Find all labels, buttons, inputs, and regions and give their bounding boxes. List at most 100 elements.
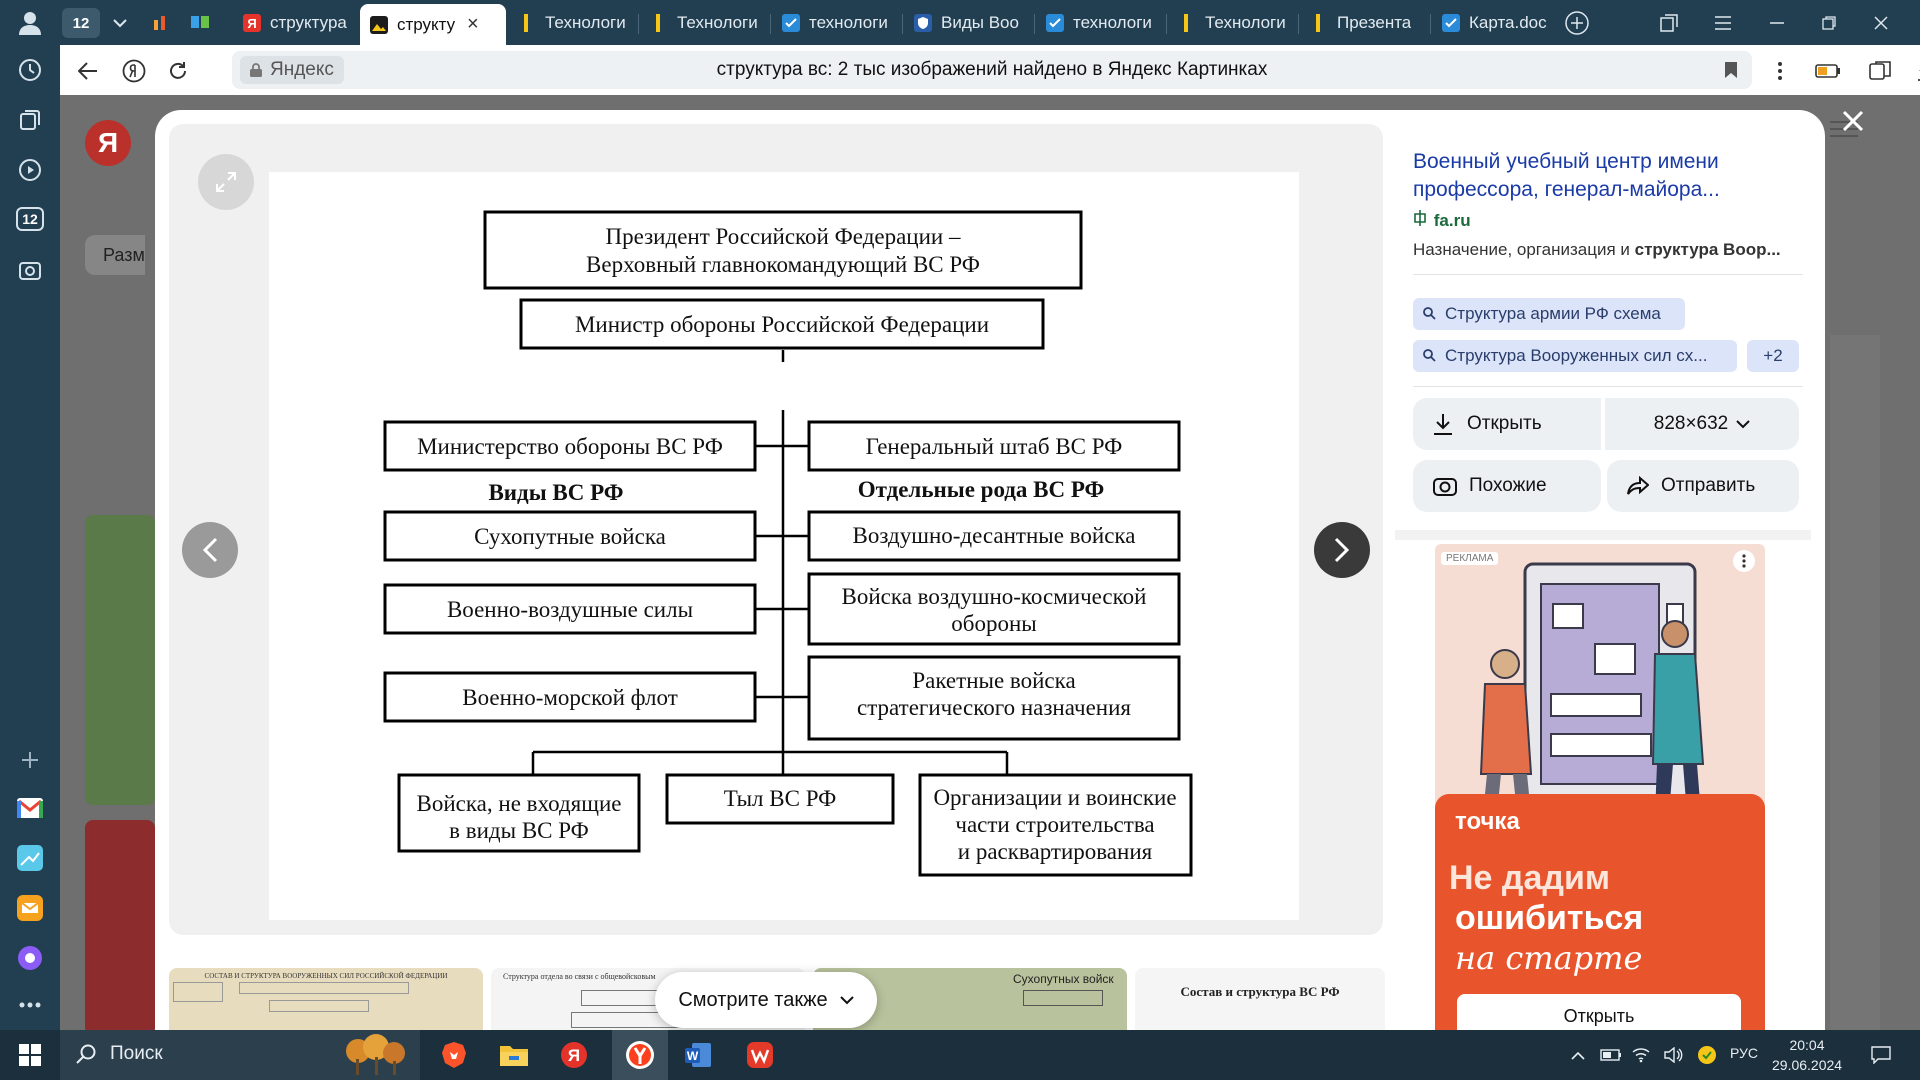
close-window-icon[interactable] <box>1868 10 1894 36</box>
screenshot-icon[interactable] <box>15 255 45 285</box>
size-filter-chip[interactable]: Разме <box>85 235 145 275</box>
tab-7[interactable]: Технологи <box>1168 6 1296 40</box>
tab-9[interactable]: Карта.doc <box>1432 6 1560 40</box>
restore-icon[interactable] <box>1816 10 1842 36</box>
file-explorer-icon[interactable] <box>490 1037 538 1073</box>
check-icon <box>782 14 800 32</box>
taskbar-search[interactable]: Поиск <box>60 1030 420 1080</box>
tab-0[interactable]: Я структура <box>233 6 413 40</box>
gmail-icon[interactable] <box>15 793 45 823</box>
ministry-box <box>383 420 757 472</box>
source-card: Военный учебный центр имени профессора, … <box>1395 124 1811 514</box>
branches-header: Отдельные рода ВС РФ <box>858 477 1105 502</box>
site-chip[interactable]: Яндекс <box>240 56 344 84</box>
tab-5[interactable]: Виды Воо <box>904 6 1032 40</box>
notifications-icon[interactable] <box>1866 1037 1896 1073</box>
source-domain[interactable]: fa.ru <box>1413 210 1471 231</box>
mail-app-icon[interactable] <box>15 893 45 923</box>
yandex-disk-tray-icon[interactable] <box>1694 1037 1720 1073</box>
image-size-dropdown[interactable]: 828×632 <box>1605 398 1799 450</box>
back-icon[interactable] <box>74 57 102 85</box>
tab-count-button[interactable]: 12 <box>62 8 100 38</box>
previous-image-button[interactable] <box>182 522 238 578</box>
downloads-icon[interactable] <box>1912 57 1920 85</box>
search-icon <box>76 1044 96 1064</box>
brave-icon[interactable] <box>430 1037 478 1073</box>
minimize-icon[interactable] <box>1764 10 1790 36</box>
related-search-tag[interactable]: Структура Вооруженных сил сх... <box>1413 340 1737 372</box>
play-icon[interactable] <box>15 155 45 185</box>
result-thumb[interactable] <box>85 820 155 1035</box>
similar-images-button[interactable]: Похожие <box>1413 460 1601 512</box>
next-image-button[interactable] <box>1314 522 1370 578</box>
analytics-pinned-icon[interactable] <box>152 12 174 32</box>
bookmark-icon[interactable] <box>1724 61 1738 79</box>
more-tags-button[interactable]: +2 <box>1747 340 1799 372</box>
source-title-link[interactable]: Военный учебный центр имени профессора, … <box>1413 150 1720 201</box>
open-image-button[interactable]: Открыть <box>1413 398 1601 450</box>
tab-2[interactable]: Технологи <box>508 6 636 40</box>
close-viewer-icon[interactable] <box>1836 104 1870 138</box>
word-icon[interactable]: W <box>674 1037 722 1073</box>
wps-office-icon[interactable] <box>736 1037 784 1073</box>
more-options-icon[interactable] <box>1766 57 1794 85</box>
address-bar[interactable]: Яндекс структура вс: 2 тыс изображений н… <box>232 51 1752 89</box>
other-troops-line-1: Войска, не входящие <box>417 791 622 816</box>
collections-tab-icon[interactable] <box>1656 10 1682 36</box>
related-thumb[interactable]: СОСТАВ И СТРУКТУРА ВООРУЖЕННЫХ СИЛ РОССИ… <box>169 968 483 1030</box>
alice-icon[interactable] <box>15 943 45 973</box>
yandex-app-icon[interactable] <box>612 1030 668 1080</box>
wifi-icon[interactable] <box>1628 1037 1654 1073</box>
related-search-tag[interactable]: Структура армии РФ схема <box>1413 298 1685 330</box>
close-tab-icon[interactable]: × <box>467 13 479 35</box>
yandex-browser-icon[interactable]: Я <box>550 1037 598 1073</box>
pattern-app-icon[interactable] <box>15 843 45 873</box>
reload-icon[interactable] <box>164 57 192 85</box>
battery-saver-icon[interactable] <box>1814 57 1842 85</box>
tab-3[interactable]: Технологи <box>640 6 768 40</box>
aerospace-line-2: обороны <box>951 611 1036 636</box>
history-icon[interactable] <box>15 55 45 85</box>
size-filter-label: Разме <box>103 245 145 265</box>
clock[interactable]: 20:04 29.06.2024 <box>1772 1035 1842 1075</box>
windows-start-icon[interactable] <box>6 1037 54 1073</box>
tab-4[interactable]: технологи <box>772 6 900 40</box>
ad-open-button[interactable]: Открыть <box>1457 994 1741 1030</box>
advertisement[interactable]: РЕКЛАМА точка Не дадим <box>1395 530 1811 1030</box>
profile-icon[interactable] <box>15 8 45 38</box>
language-indicator[interactable]: РУС <box>1730 1045 1759 1061</box>
tab-title: технологи <box>1073 13 1152 32</box>
collections-icon[interactable] <box>15 105 45 135</box>
fullscreen-expand-icon[interactable] <box>198 154 254 210</box>
battery-icon[interactable] <box>1598 1037 1624 1073</box>
see-also-button[interactable]: Смотрите также <box>655 972 877 1028</box>
missile-line-1: Ракетные войска <box>912 668 1075 693</box>
tabs-count-icon[interactable]: 12 <box>16 207 44 231</box>
related-thumb[interactable]: Состав и структура ВС РФ <box>1135 968 1385 1030</box>
extensions-icon[interactable] <box>1866 57 1894 85</box>
yandex-page-logo[interactable]: Я <box>85 120 131 166</box>
share-button[interactable]: Отправить <box>1607 460 1799 512</box>
tray-chevron-up-icon[interactable] <box>1566 1037 1590 1073</box>
ad-menu-icon[interactable] <box>1733 550 1755 572</box>
yandex-logo-icon[interactable] <box>120 57 148 85</box>
tab-8[interactable]: Презента <box>1300 6 1428 40</box>
tab-strip: 12 Я структура структу × Технологи Техно… <box>60 0 1920 45</box>
address-title[interactable]: структура вс: 2 тыс изображений найдено … <box>716 59 1268 80</box>
new-tab-icon[interactable] <box>1564 10 1590 36</box>
navy-box <box>383 671 757 723</box>
tab-6[interactable]: технологи <box>1036 6 1164 40</box>
chevron-left-icon <box>202 537 218 563</box>
share-label: Отправить <box>1661 475 1756 496</box>
tab-1[interactable]: структу × <box>360 4 506 45</box>
menu-icon[interactable] <box>1710 10 1736 36</box>
result-thumb[interactable] <box>85 515 155 805</box>
volume-icon[interactable] <box>1660 1037 1686 1073</box>
tabs-menu-chevron-icon[interactable] <box>106 10 134 36</box>
pinned-site-icon[interactable] <box>190 12 212 32</box>
more-dots-icon[interactable] <box>15 990 45 1020</box>
tab-title: Технологи <box>677 13 758 32</box>
construction-line-1: Организации и воинские <box>933 785 1176 810</box>
add-icon[interactable] <box>15 745 45 775</box>
types-header: Виды ВС РФ <box>488 480 623 505</box>
